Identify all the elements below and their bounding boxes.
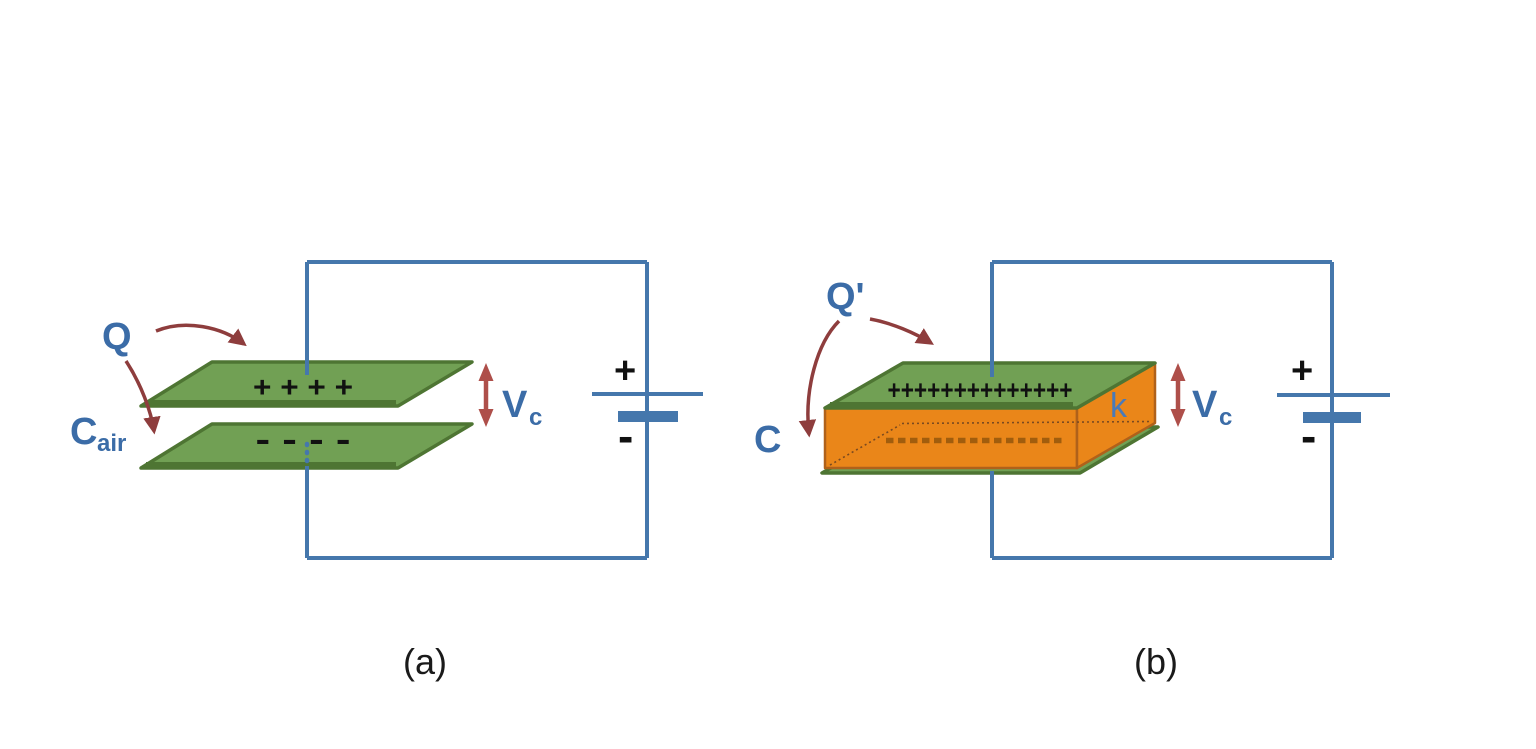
plate-a-top bbox=[139, 360, 474, 408]
arrow-qprime-to-capacitor-b bbox=[798, 319, 841, 438]
hidden-edge-back-bottom bbox=[901, 420, 1151, 425]
label-vc-b-sub: c bbox=[1219, 404, 1232, 431]
caption-b: (b) bbox=[1134, 641, 1178, 682]
label-q-prime-b: Q' bbox=[826, 276, 865, 318]
charges-a-positive-row: + + + + bbox=[253, 372, 353, 404]
charges-b-positive-row: ++++++++++++++ bbox=[888, 375, 1073, 405]
label-vc-b-main: V bbox=[1192, 384, 1218, 426]
arrow-q-to-top-plate-a bbox=[155, 323, 247, 347]
caption-a: (a) bbox=[403, 641, 447, 682]
label-k-dielectric: k bbox=[1110, 387, 1128, 425]
vc-arrow-a bbox=[478, 363, 494, 427]
battery-a-minus-sign: - bbox=[618, 410, 633, 462]
battery-b-plus-sign: + bbox=[1291, 350, 1313, 392]
battery-b: + - bbox=[1277, 350, 1390, 462]
arrow-qprime-to-top-plate-b bbox=[869, 317, 934, 345]
circuit-b: ++++++++++++++ k + - V c Q' C (b) bbox=[754, 260, 1390, 682]
label-q-a: Q bbox=[102, 316, 132, 358]
circuit-a: + - + + + + - - - - V c Q C air (a) bbox=[70, 260, 703, 682]
battery-a-plus-sign: + bbox=[614, 350, 636, 392]
label-cair-sub: air bbox=[97, 430, 126, 457]
charges-a-negative-row: - - - - bbox=[256, 421, 351, 459]
label-cair-main: C bbox=[70, 411, 97, 453]
label-vc-a-main: V bbox=[502, 384, 528, 426]
arrow-q-to-bottom-plate-a bbox=[124, 360, 161, 435]
hidden-edge-diagonal bbox=[829, 424, 901, 466]
vc-arrow-b bbox=[1170, 363, 1186, 427]
battery-b-minus-sign: - bbox=[1301, 410, 1316, 462]
battery-a: + - bbox=[592, 350, 703, 462]
label-vc-a-sub: c bbox=[529, 404, 542, 431]
label-c-b: C bbox=[754, 419, 781, 461]
